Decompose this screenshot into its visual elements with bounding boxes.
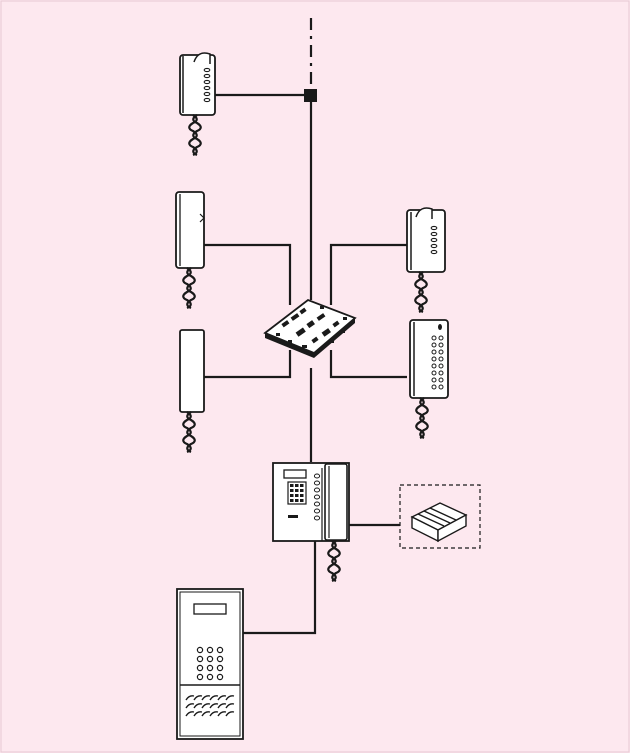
entrance-panel (176, 588, 244, 740)
handset-left-upper (175, 191, 205, 310)
handset-right-lower (409, 319, 449, 440)
circuit-board-icon (263, 298, 357, 358)
power-supply (399, 484, 481, 549)
handset-plain-icon (179, 329, 205, 413)
power-supply-frame (399, 484, 481, 549)
handset-left-lower (179, 329, 205, 454)
wiring (204, 18, 407, 635)
handset-right-upper (406, 207, 446, 314)
junction-box-icon (304, 89, 317, 102)
din-module-icon (410, 502, 468, 543)
handset-top (179, 52, 216, 157)
handset-multi-button-icon (409, 319, 449, 399)
concierge-station (272, 462, 350, 583)
handset-with-keypad-icon (406, 209, 446, 273)
